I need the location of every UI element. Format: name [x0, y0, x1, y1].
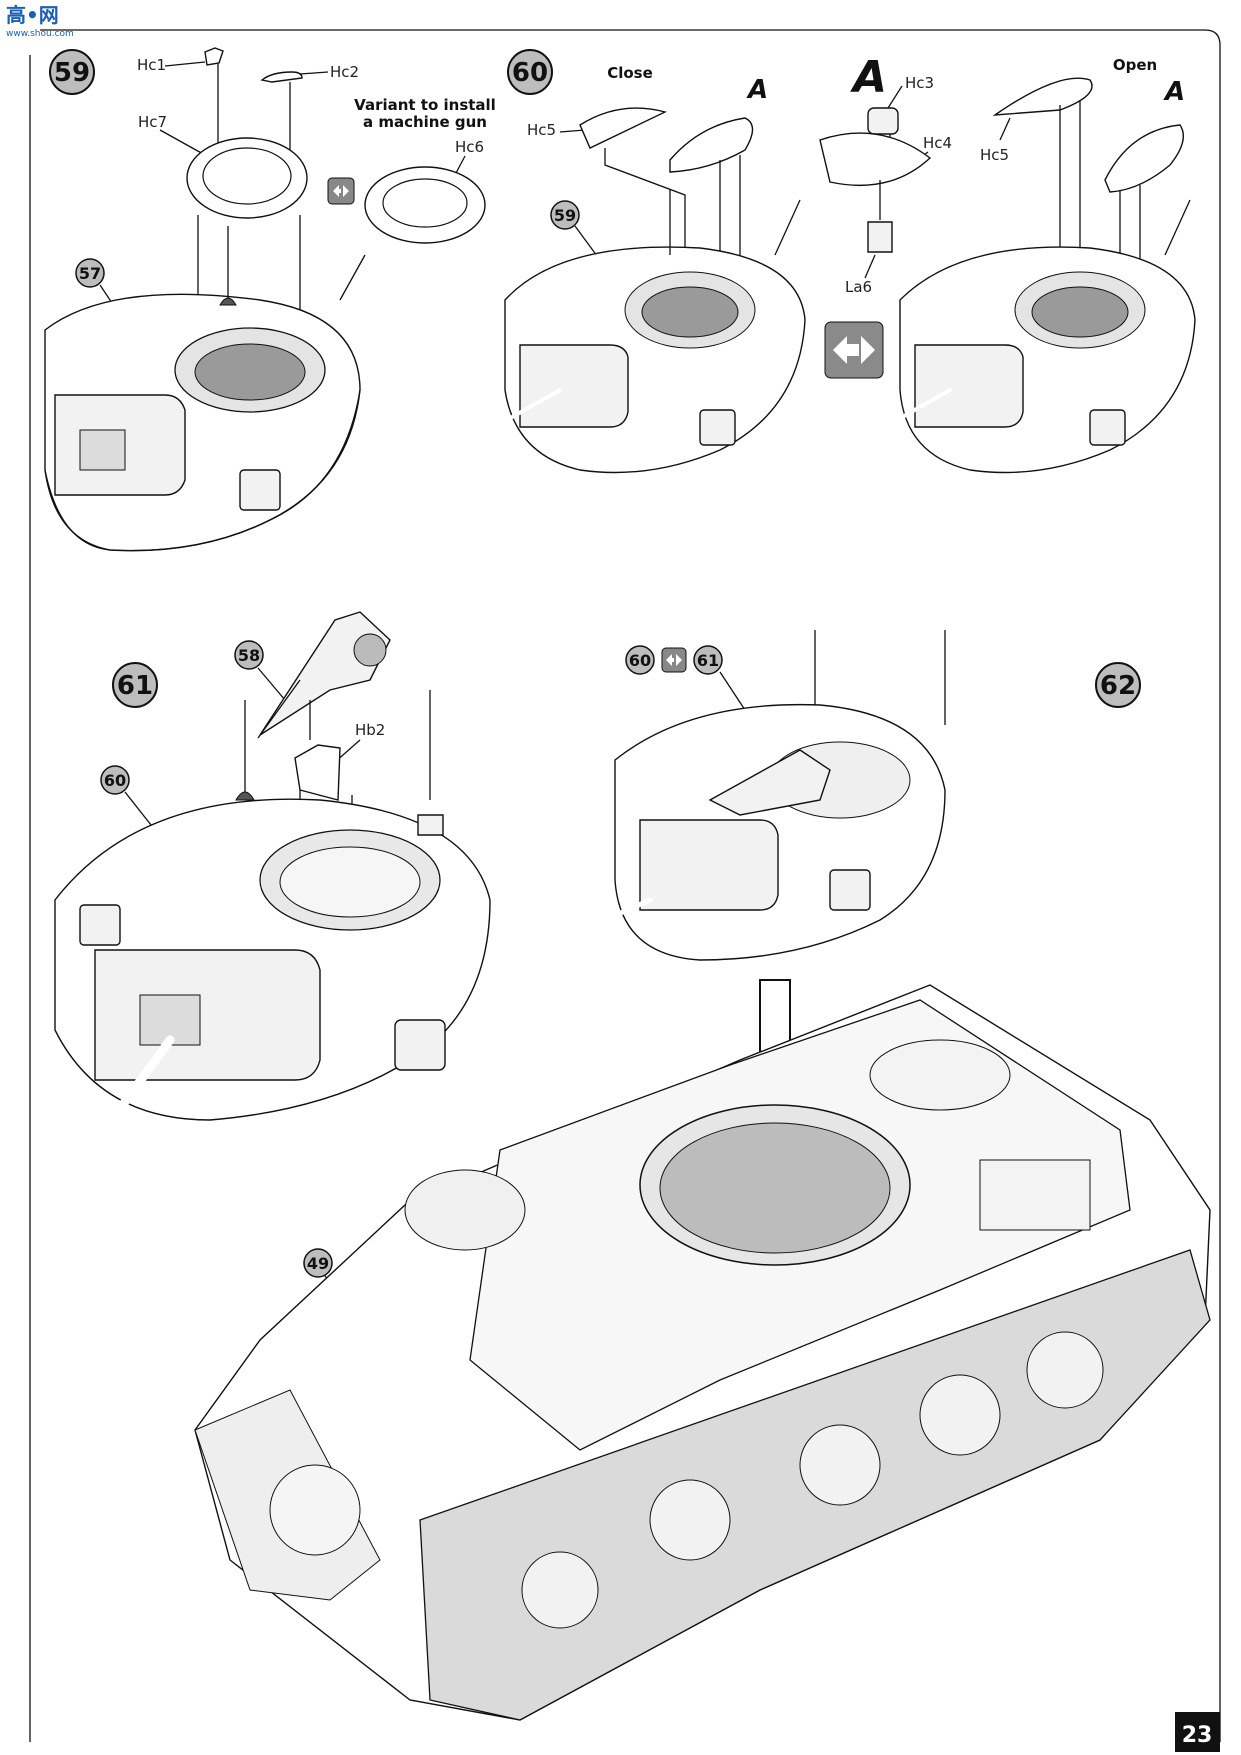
ref-62-b: 61	[697, 651, 719, 670]
variant-line2: a machine gun	[363, 113, 487, 131]
page-number-box: 23	[1175, 1712, 1220, 1752]
turret-57	[44, 226, 366, 552]
tank-hull	[194, 984, 1211, 1721]
label-hc6: Hc6	[455, 138, 484, 156]
turret-59-close	[438, 190, 806, 474]
detail-mark-a-big: A	[850, 52, 887, 103]
part-hatch-a-open	[1104, 124, 1184, 193]
ref-62-a: 60	[629, 651, 651, 670]
detail-mark-a-open: A	[1163, 77, 1185, 107]
ref-49: 49	[307, 1254, 329, 1273]
part-hc5-open	[992, 77, 1093, 116]
watermark-logo: 高•网 www.shou.com	[6, 3, 74, 39]
detail-mark-a-close: A	[746, 75, 768, 105]
variant-line1: Variant to install	[354, 96, 496, 114]
swap-icon-small	[327, 177, 355, 205]
turret-60	[54, 690, 491, 1185]
step-59-number: 59	[54, 58, 90, 88]
ref-58: 58	[238, 646, 260, 665]
label-hc2: Hc2	[330, 63, 359, 81]
step-62: 62 60 61 49	[194, 630, 1211, 1721]
label-hc1: Hc1	[137, 56, 166, 74]
page-frame	[40, 29, 1221, 1742]
ref-59: 59	[554, 206, 576, 225]
label-hc5-open: Hc5	[980, 146, 1009, 164]
swap-icon-inline	[661, 647, 687, 673]
part-la6	[867, 221, 893, 253]
ref-60: 60	[104, 771, 126, 790]
part-hc4	[819, 132, 932, 187]
label-hc5-close: Hc5	[527, 121, 556, 139]
label-open: Open	[1113, 56, 1157, 74]
part-hatch-a-close	[669, 117, 754, 173]
swap-icon-large	[824, 321, 884, 379]
step-61-number: 61	[117, 671, 153, 701]
part-hc3	[867, 107, 899, 135]
watermark-text: 高•网	[6, 3, 59, 27]
step-62-number: 62	[1100, 671, 1136, 701]
step-60: 60 Close A Hc5 59 A Hc3 Hc4	[438, 49, 1196, 474]
turret-assembled	[545, 630, 946, 961]
step-60-number: 60	[512, 58, 548, 88]
label-la6: La6	[845, 278, 872, 296]
label-hc4: Hc4	[923, 134, 952, 152]
turret-59-open	[828, 199, 1196, 474]
watermark-subtext: www.shou.com	[6, 29, 74, 39]
label-hc7: Hc7	[138, 113, 167, 131]
step-61: 61 58 Hb2 60	[54, 611, 491, 1185]
ref-57: 57	[79, 264, 101, 283]
part-hc5-close	[579, 107, 668, 149]
page-number: 23	[1182, 1723, 1213, 1748]
part-hb2	[294, 744, 341, 801]
part-58-machine-gun	[257, 611, 391, 739]
label-hb2: Hb2	[355, 721, 385, 739]
label-hc3: Hc3	[905, 74, 934, 92]
label-close: Close	[607, 64, 653, 82]
step-59: 59 Hc1 Hc2 Hc7 Variant to install a mach…	[44, 47, 496, 552]
